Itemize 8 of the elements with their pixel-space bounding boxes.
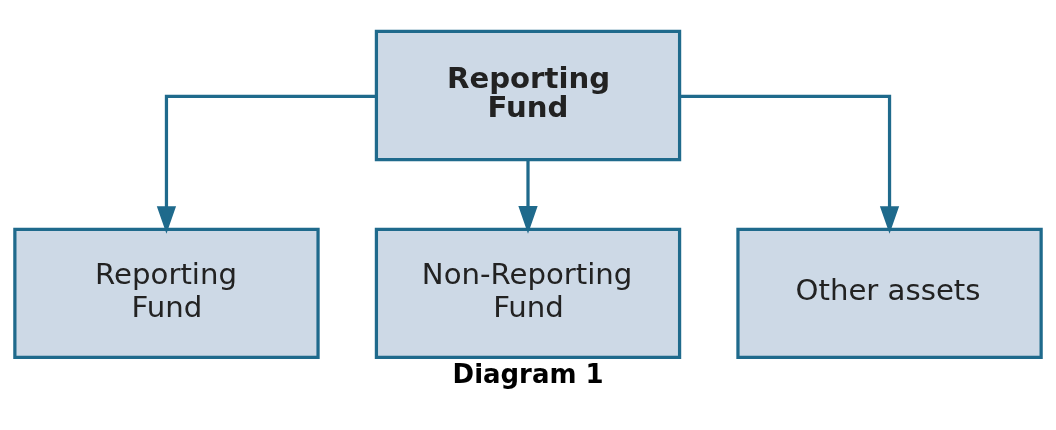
node-box: Reporting Fund xyxy=(13,227,320,359)
arrow xyxy=(156,94,377,234)
node-box: Reporting Fund xyxy=(374,29,682,161)
caption: Diagram 1 xyxy=(452,358,604,389)
node-box: Other assets xyxy=(736,227,1043,359)
arrow xyxy=(679,94,900,234)
node-box: Non-Reporting Fund xyxy=(374,227,682,359)
arrow xyxy=(518,159,538,234)
